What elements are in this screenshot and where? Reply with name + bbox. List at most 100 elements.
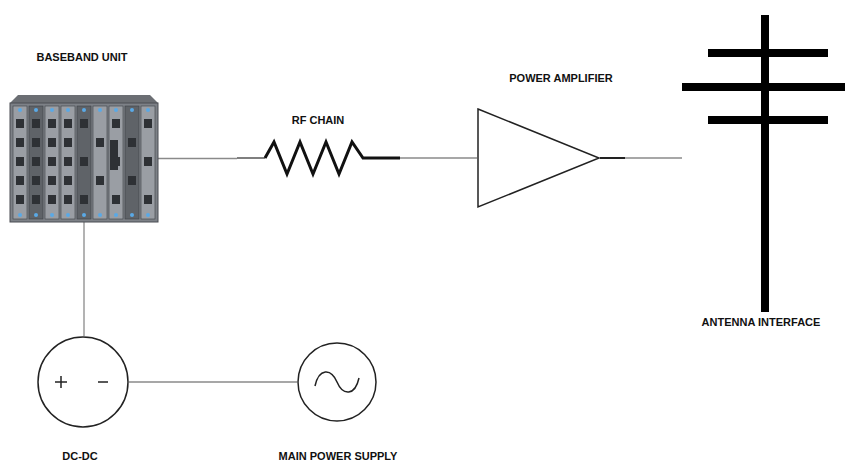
wire <box>83 222 84 336</box>
rack-port <box>144 157 152 166</box>
rack-led <box>114 108 118 112</box>
rack-port <box>48 176 56 185</box>
rack-port <box>144 119 152 128</box>
rack-port <box>128 176 136 185</box>
amplifier-triangle <box>478 109 599 207</box>
rack-body <box>10 103 158 222</box>
rack-port <box>80 119 88 128</box>
wire <box>600 157 682 158</box>
rack-led <box>66 108 70 112</box>
rack-led <box>82 213 86 217</box>
rack-led <box>130 108 134 112</box>
baseband-unit-icon <box>10 95 158 222</box>
main-power-supply-icon <box>297 342 377 422</box>
sine-wave <box>315 372 359 392</box>
rack-port <box>32 119 40 128</box>
rack-port <box>128 138 136 147</box>
antenna-interface-icon <box>682 15 845 312</box>
wire <box>400 157 477 158</box>
rack-led <box>98 213 102 217</box>
rack-port <box>64 157 72 166</box>
antenna-mast <box>761 15 769 312</box>
power-amplifier: POWER AMPLIFIER <box>477 108 600 208</box>
component-label: DC-DC <box>62 450 97 463</box>
rack-port <box>80 195 88 204</box>
dc-dc-converter-icon <box>37 336 129 428</box>
rf-chain-icon <box>237 140 400 176</box>
rack-port <box>112 119 120 128</box>
rack-port <box>144 195 152 204</box>
resistor-zigzag <box>265 142 372 174</box>
rack-led <box>50 108 54 112</box>
component-label: ANTENNA INTERFACE <box>702 316 821 329</box>
antenna-element <box>708 49 828 57</box>
rack-led <box>34 213 38 217</box>
rack-card <box>29 106 43 219</box>
output-stub <box>600 157 625 159</box>
wire <box>158 158 237 159</box>
rack-port <box>32 176 40 185</box>
rack-port <box>80 157 88 166</box>
lead <box>237 157 265 159</box>
rack-led <box>146 108 150 112</box>
rack-led <box>98 108 102 112</box>
source-circle <box>298 343 376 421</box>
component-label: BASEBAND UNIT <box>36 51 127 64</box>
component-label: RF CHAIN <box>292 114 345 127</box>
rack-card <box>61 106 75 219</box>
rack-port <box>48 119 56 128</box>
rf-chain: RF CHAIN <box>237 140 400 176</box>
rack-port <box>16 119 24 128</box>
lead <box>372 157 400 160</box>
rack-port <box>48 157 56 166</box>
source-circle <box>38 337 128 427</box>
rack-connector <box>110 140 118 170</box>
rack-card <box>125 106 139 219</box>
rack-led <box>34 108 38 112</box>
rack-card <box>45 106 59 219</box>
rack-port <box>112 195 120 204</box>
plus-sign <box>60 376 62 388</box>
minus-sign <box>98 381 108 383</box>
rack-led <box>18 108 22 112</box>
rack-led <box>130 213 134 217</box>
rack-led <box>18 213 22 217</box>
power-amplifier-icon <box>477 108 600 208</box>
rack-port <box>64 195 72 204</box>
rack-led <box>50 213 54 217</box>
rack-port <box>64 176 72 185</box>
rack-port <box>48 138 56 147</box>
main-power-supply: MAIN POWER SUPPLY <box>297 342 377 422</box>
rack-port <box>16 176 24 185</box>
rack-port <box>96 176 104 185</box>
antenna-element <box>708 116 828 124</box>
rack-port <box>48 195 56 204</box>
rack-port <box>16 195 24 204</box>
rack-port <box>32 138 40 147</box>
rack-led <box>66 213 70 217</box>
rack-card <box>13 106 27 219</box>
rack-top <box>10 95 158 103</box>
rack-port <box>64 138 72 147</box>
rack-led <box>82 108 86 112</box>
rack-card <box>141 106 155 219</box>
rack-led <box>146 213 150 217</box>
rack-card <box>93 106 107 219</box>
rack-card <box>77 106 91 219</box>
baseband-unit: BASEBAND UNIT <box>10 95 158 222</box>
antenna-element <box>682 83 845 91</box>
rack-led <box>114 213 118 217</box>
rack-port <box>32 157 40 166</box>
rack-port <box>32 195 40 204</box>
antenna-interface: ANTENNA INTERFACE <box>682 15 845 312</box>
rack-card <box>109 106 123 219</box>
rack-port <box>96 138 104 147</box>
component-label: POWER AMPLIFIER <box>509 72 612 85</box>
component-label: MAIN POWER SUPPLY <box>279 450 398 463</box>
wire <box>129 381 297 382</box>
rack-port <box>16 138 24 147</box>
dc-dc-converter: DC-DC <box>37 336 129 428</box>
rack-port <box>64 119 72 128</box>
